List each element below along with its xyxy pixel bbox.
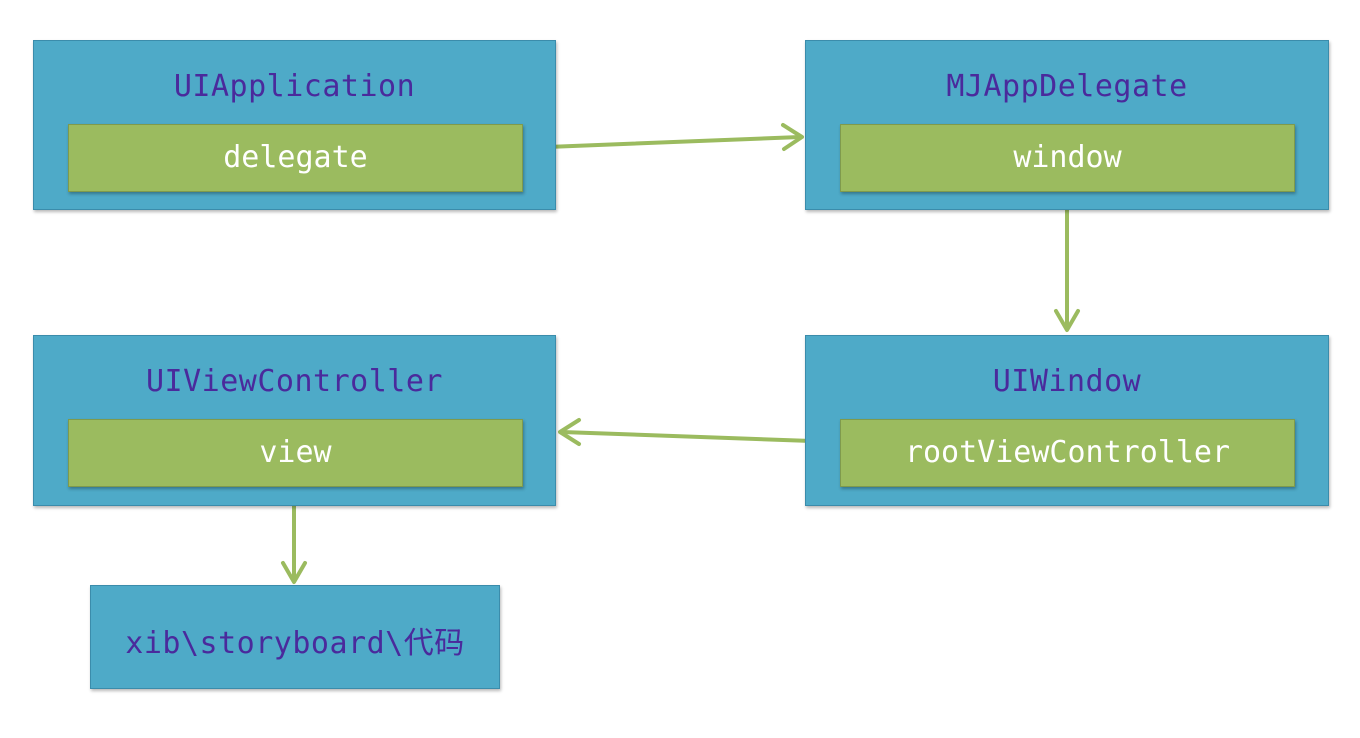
ui-application-delegate-field: delegate [68, 124, 523, 192]
view-source-title: xib\storyboard\代码 [125, 626, 465, 661]
arrow-window-to-uiwindow [1054, 190, 1080, 332]
ui-window-box: UIWindow rootViewController [805, 335, 1329, 506]
ui-application-box: UIApplication delegate [33, 40, 556, 210]
arrow-delegate-to-appdelegate [520, 123, 804, 151]
ui-window-title: UIWindow [992, 364, 1142, 399]
mj-app-delegate-window-field: window [840, 124, 1295, 192]
ui-window-root-view-controller-field: rootViewController [840, 419, 1295, 487]
mj-app-delegate-box: MJAppDelegate window [805, 40, 1329, 210]
ui-view-controller-box: UIViewController view [33, 335, 556, 506]
arrow-rootvc-to-viewcontroller [558, 418, 842, 446]
view-source-box: xib\storyboard\代码 [90, 585, 500, 689]
ui-application-title: UIApplication [173, 69, 416, 104]
ui-view-controller-view-field: view [68, 419, 523, 487]
mj-app-delegate-title: MJAppDelegate [946, 69, 1188, 104]
ui-view-controller-title: UIViewController [146, 364, 443, 399]
